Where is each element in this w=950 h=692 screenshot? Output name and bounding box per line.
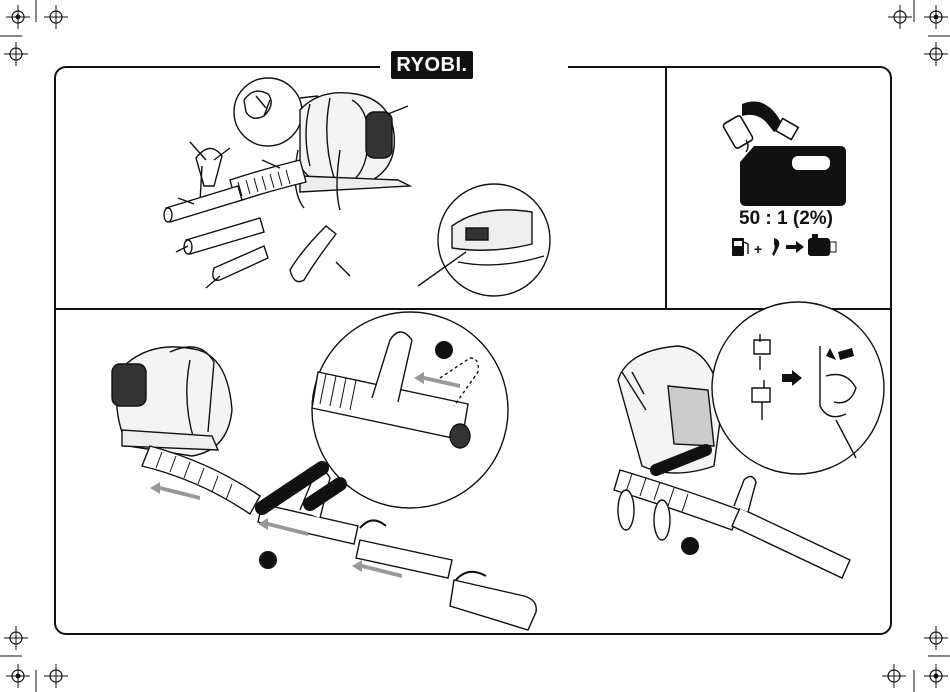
rotate-arrow-icon: [360, 520, 386, 528]
step-marker: [435, 341, 453, 359]
detail-zoom-circle: [712, 302, 884, 474]
step-marker: [681, 537, 699, 555]
step-marker: [259, 551, 277, 569]
rotate-arrow-icon: [456, 572, 486, 580]
